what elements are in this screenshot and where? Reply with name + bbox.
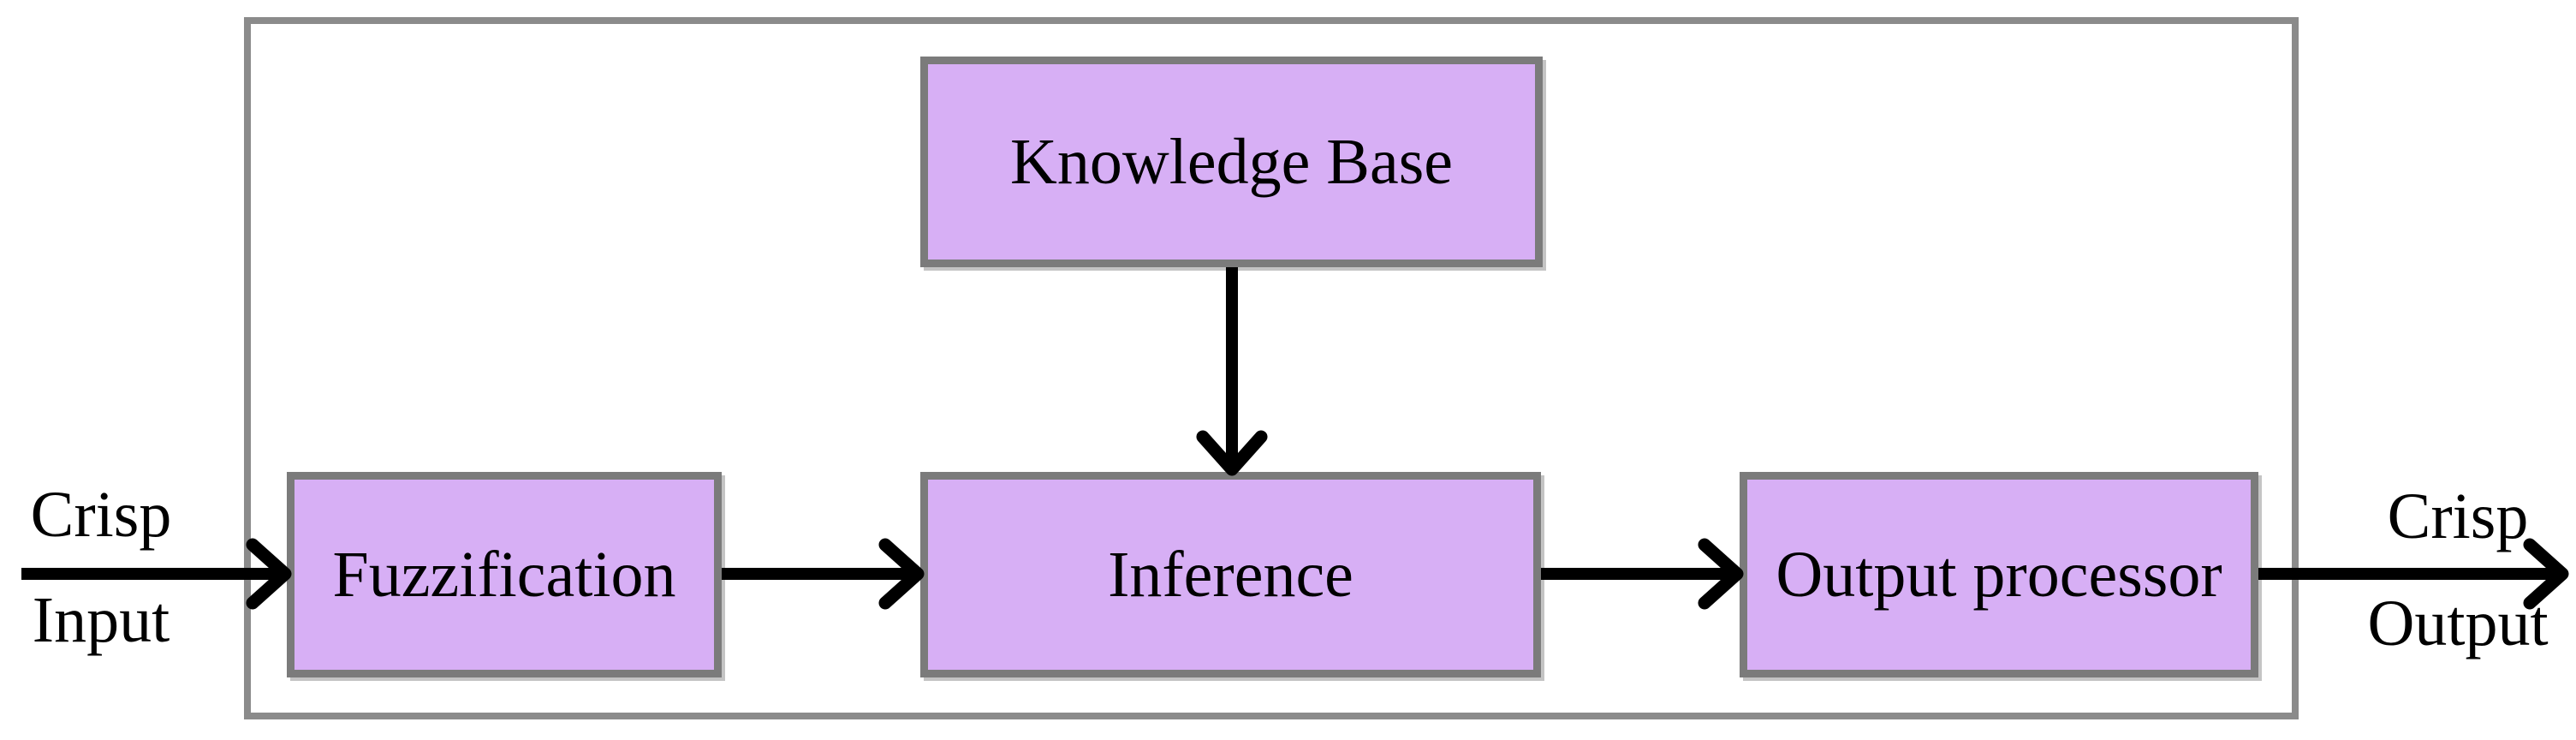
node-output-processor-label: Output processor: [1776, 539, 2222, 611]
node-output-processor: Output processor: [1740, 472, 2258, 677]
system-boundary-box: [244, 17, 2299, 719]
node-knowledge-base: Knowledge Base: [920, 57, 1543, 267]
input-label-input: Input: [32, 584, 170, 656]
node-inference: Inference: [920, 472, 1541, 677]
input-label-crisp: Crisp: [30, 479, 172, 551]
node-fuzzification-label: Fuzzification: [332, 539, 676, 611]
output-label-output: Output: [2367, 588, 2549, 659]
output-label-crisp: Crisp: [2387, 480, 2529, 552]
node-inference-label: Inference: [1108, 539, 1353, 611]
node-fuzzification: Fuzzification: [287, 472, 722, 677]
node-knowledge-base-label: Knowledge Base: [1009, 126, 1454, 198]
